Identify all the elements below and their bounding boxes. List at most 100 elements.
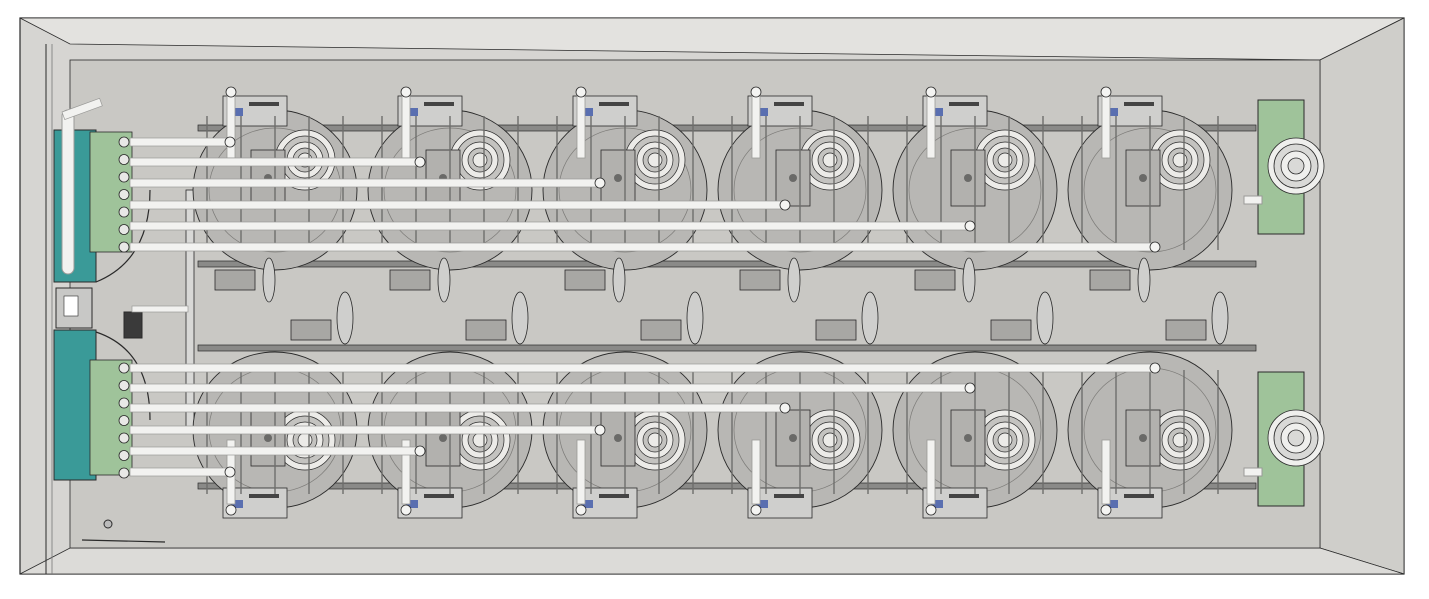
upper-port	[118, 189, 130, 200]
riser-pipe	[226, 93, 236, 159]
upper-feed-pipe	[129, 200, 786, 210]
floor-handle	[81, 539, 166, 543]
connector-block	[123, 311, 143, 339]
upper-port	[118, 136, 130, 148]
end-unit-ring	[1287, 429, 1305, 447]
control-label	[581, 500, 593, 508]
lower-port	[118, 380, 130, 391]
vertical-pipe-left	[61, 109, 75, 275]
upper-pipe-elbow	[964, 220, 976, 232]
riser-cap	[400, 504, 412, 516]
upper-feed-pipe	[129, 157, 421, 167]
upper-fan-body	[564, 269, 606, 291]
gearbox-hub	[1139, 174, 1147, 182]
riser-pipe	[926, 93, 936, 159]
control-strip	[949, 494, 979, 498]
end-unit-stub	[1243, 195, 1263, 205]
control-strip	[249, 102, 279, 106]
upper-port	[118, 224, 130, 235]
lower-teal-panel	[53, 329, 97, 481]
upper-port	[118, 241, 130, 253]
riser-cap	[925, 504, 937, 516]
gearbox-hub	[789, 434, 797, 442]
lower-fan-wheel	[686, 291, 704, 345]
lower-port	[118, 362, 130, 374]
lower-port	[118, 415, 130, 426]
upper-fan-wheel	[787, 257, 801, 303]
lower-port	[118, 450, 130, 461]
gearbox-hub	[614, 434, 622, 442]
pulley-ring	[647, 152, 663, 168]
control-strip	[599, 102, 629, 106]
lower-fan-body	[815, 319, 857, 341]
upper-fan-wheel	[262, 257, 276, 303]
floor-handle-pivot	[103, 519, 113, 529]
control-strip	[1124, 494, 1154, 498]
pulley-ring	[297, 432, 313, 448]
lower-fan-wheel	[336, 291, 354, 345]
lower-fan-body	[990, 319, 1032, 341]
support-rail	[197, 260, 1257, 268]
lower-feed-pipe	[129, 403, 786, 413]
lower-pipe-elbow	[224, 466, 236, 478]
gearbox-hub	[789, 174, 797, 182]
cross-pipe	[131, 305, 189, 313]
upper-port	[118, 154, 130, 165]
upper-feed-pipe	[129, 137, 231, 147]
riser-cap	[225, 86, 237, 98]
riser-pipe	[1101, 93, 1111, 159]
pulley-ring	[472, 152, 488, 168]
upper-pipe-elbow	[414, 156, 426, 168]
gearbox-plate	[1125, 149, 1161, 207]
gearbox-hub	[964, 174, 972, 182]
upper-fan-body	[214, 269, 256, 291]
pulley-ring	[647, 432, 663, 448]
rails	[197, 124, 1257, 490]
pulley-ring	[822, 152, 838, 168]
lower-pipe-elbow	[1149, 362, 1161, 374]
lower-feed-pipe	[129, 425, 601, 435]
riser-cap	[750, 86, 762, 98]
lower-port	[118, 397, 130, 409]
control-strip	[249, 494, 279, 498]
lower-motor-module	[1067, 351, 1233, 519]
pulley-ring	[472, 432, 488, 448]
upper-port	[118, 171, 130, 183]
lower-port	[118, 467, 130, 479]
control-label	[406, 500, 418, 508]
riser-cap	[225, 504, 237, 516]
lower-fan-wheel	[861, 291, 879, 345]
housing-right-wall	[1319, 17, 1405, 575]
junction-window	[63, 295, 79, 317]
upper-feed-pipe	[129, 242, 1156, 252]
gearbox-hub	[964, 434, 972, 442]
end-unit-stub	[1243, 467, 1263, 477]
upper-fan-wheel	[437, 257, 451, 303]
upper-motor-module	[1067, 86, 1233, 271]
control-strip	[424, 494, 454, 498]
control-strip	[424, 102, 454, 106]
support-rail	[197, 482, 1257, 490]
support-rail	[197, 124, 1257, 132]
lower-feed-pipe	[129, 446, 421, 456]
riser-cap	[575, 504, 587, 516]
control-strip	[774, 494, 804, 498]
control-strip	[599, 494, 629, 498]
upper-fan-body	[1089, 269, 1131, 291]
control-label	[1106, 500, 1118, 508]
riser-pipe	[751, 93, 761, 159]
lower-fan-wheel	[1036, 291, 1054, 345]
riser-cap	[1100, 504, 1112, 516]
upper-fan-wheel	[1137, 257, 1151, 303]
middle-fans	[214, 257, 1229, 345]
pulley-ring	[822, 432, 838, 448]
end-unit-ring	[1287, 157, 1305, 175]
control-label	[756, 500, 768, 508]
lower-fan-body	[465, 319, 507, 341]
support-rail	[197, 344, 1257, 352]
riser-cap	[400, 86, 412, 98]
riser-pipe	[926, 439, 936, 505]
riser-cap	[750, 504, 762, 516]
